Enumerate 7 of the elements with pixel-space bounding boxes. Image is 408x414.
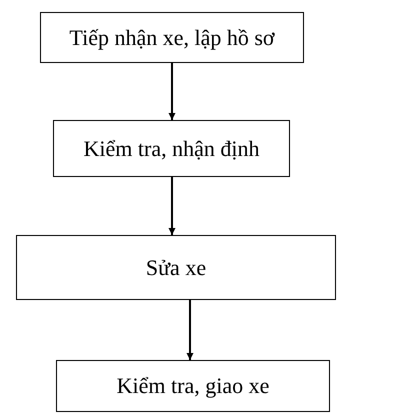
arrow: [168, 63, 176, 120]
process-box: Tiếp nhận xe, lập hồ sơ: [40, 12, 304, 63]
arrow: [186, 300, 194, 360]
process-box: Kiểm tra, giao xe: [56, 360, 330, 412]
arrow: [168, 177, 176, 235]
process-box: Sửa xe: [16, 235, 336, 300]
process-box: Kiểm tra, nhận định: [53, 120, 290, 177]
